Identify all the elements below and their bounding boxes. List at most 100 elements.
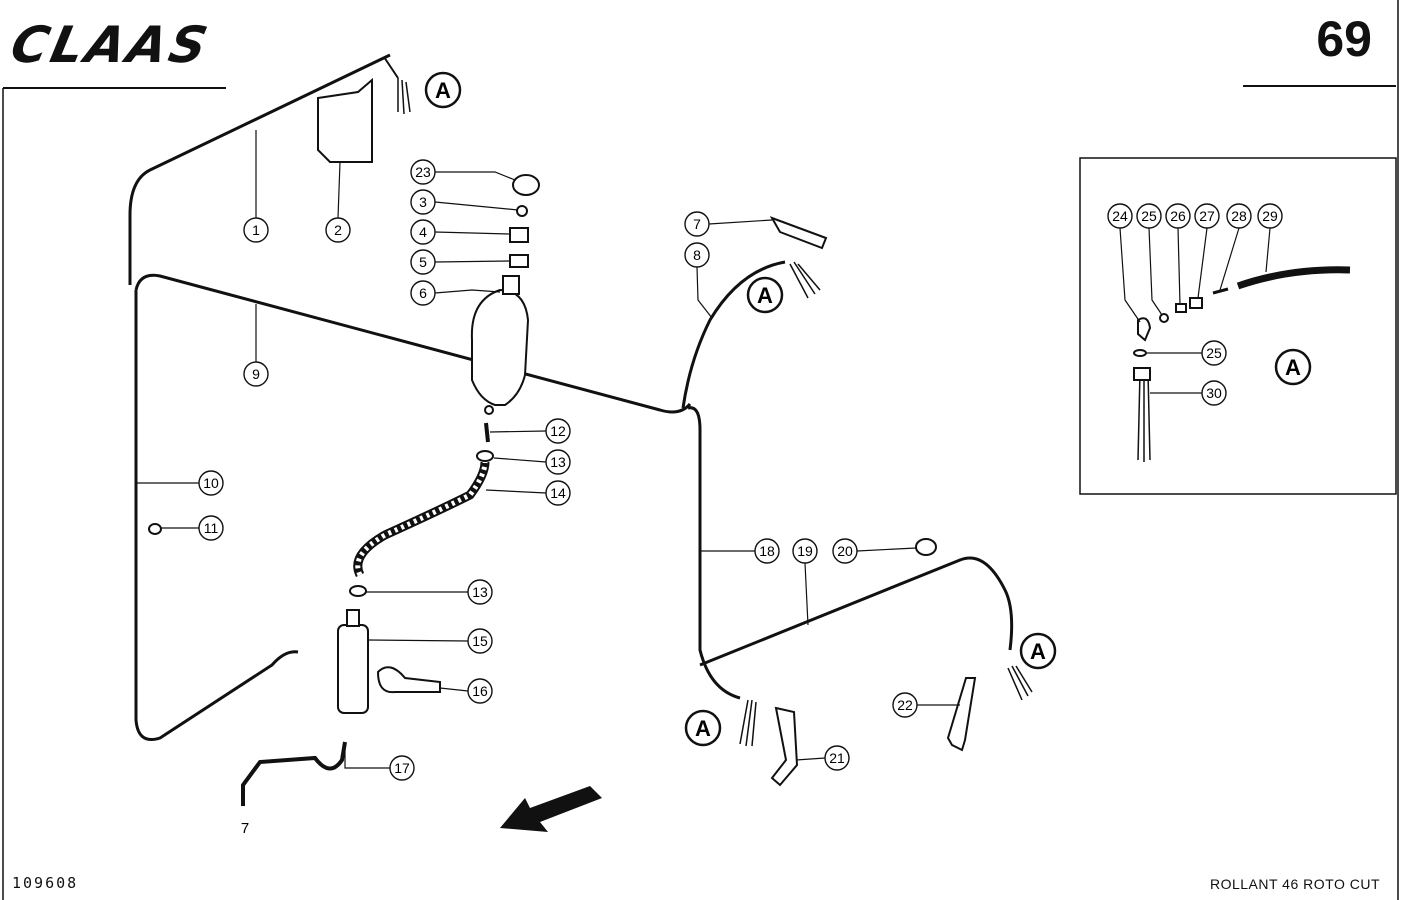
- marker-letter: A: [1030, 639, 1046, 664]
- callout-2: 2: [325, 161, 351, 243]
- leader-line: [485, 489, 547, 494]
- callout-number: 2: [334, 222, 342, 238]
- leader-line: [1148, 227, 1163, 316]
- callout-number: 8: [693, 247, 701, 263]
- callout-number: 1: [252, 222, 260, 238]
- cable-1: [128, 53, 391, 285]
- callout-25: 25: [1136, 203, 1163, 316]
- page-number: 69: [1316, 11, 1372, 67]
- part-24-shape: [1137, 317, 1152, 342]
- leader-line: [856, 547, 917, 552]
- callout-26: 26: [1165, 203, 1191, 306]
- marker-circle: [1274, 348, 1312, 386]
- marker-circle: [746, 276, 784, 314]
- leader-line: [804, 562, 809, 626]
- clip-20: [915, 538, 937, 556]
- part-4-shape: [509, 227, 529, 243]
- callout-1: 1: [243, 130, 269, 243]
- callout-bubble: [684, 211, 710, 237]
- leader-line: [434, 289, 501, 294]
- bundle-18: [739, 699, 757, 747]
- callout-13: 13: [493, 449, 571, 475]
- callout-number: 13: [550, 454, 566, 470]
- callout-bubble: [467, 628, 493, 654]
- bundle-top: [397, 78, 411, 115]
- callout-6: 6: [410, 280, 501, 306]
- detail-markers: A A A A A: [424, 71, 1312, 747]
- callout-7: 7: [684, 211, 773, 237]
- callout-number: 4: [419, 224, 427, 240]
- callout-number: 28: [1231, 208, 1247, 224]
- marker-letter: A: [695, 716, 711, 741]
- callout-bubble: [545, 480, 571, 506]
- callout-number: 26: [1170, 208, 1186, 224]
- leader-line: [367, 639, 469, 642]
- direction-arrow: [500, 786, 602, 832]
- callout-number: 18: [759, 543, 775, 559]
- callout-28: 28: [1219, 203, 1252, 291]
- callout-number: 12: [550, 423, 566, 439]
- cap-23: [512, 174, 540, 196]
- marker-circle: [1019, 632, 1057, 670]
- callout-number: 3: [419, 194, 427, 210]
- callout-11: 11: [161, 515, 224, 541]
- callout-25: 25: [1147, 340, 1227, 366]
- callout-10: 10: [136, 470, 224, 496]
- detail-marker-a: A: [746, 276, 784, 314]
- callout-number: 30: [1206, 385, 1222, 401]
- marker-letter: A: [1285, 355, 1301, 380]
- callout-5: 5: [410, 249, 511, 275]
- pump-inlet: [346, 609, 360, 627]
- detail-marker-a: A: [1019, 632, 1057, 670]
- callout-bubble: [824, 745, 850, 771]
- callout-bubble: [389, 755, 415, 781]
- callout-21: 21: [795, 745, 850, 771]
- marker-circle: [684, 709, 722, 747]
- callout-24: 24: [1107, 203, 1141, 323]
- callout-9: 9: [243, 304, 269, 387]
- cable-19: [699, 556, 1014, 667]
- callout-number: 16: [472, 683, 488, 699]
- part-11-shape: [148, 523, 162, 535]
- cable-18: [687, 406, 741, 700]
- callout-bubble: [243, 361, 269, 387]
- callout-number: 29: [1262, 208, 1278, 224]
- callout-bubble: [1201, 340, 1227, 366]
- callout-12: 12: [489, 418, 571, 444]
- bracket-21: [770, 706, 799, 787]
- callout-29: 29: [1257, 203, 1283, 273]
- tank-outlet: [484, 405, 494, 415]
- callout-number: 13: [472, 584, 488, 600]
- callout-number: 22: [897, 697, 913, 713]
- leader-line: [434, 231, 511, 235]
- part-3-shape: [516, 205, 528, 217]
- callout-bubble: [832, 538, 858, 564]
- callout-number: 19: [797, 543, 813, 559]
- callout-18: 18: [700, 538, 780, 564]
- part-26-shape: [1175, 303, 1187, 313]
- detail-marker-a: A: [684, 709, 722, 747]
- leader-line: [344, 748, 390, 769]
- callout-bubble: [243, 217, 269, 243]
- leader-line: [1177, 227, 1181, 306]
- marker-circle: [424, 71, 462, 109]
- cable-10: [134, 290, 299, 741]
- callout-3: 3: [410, 189, 519, 215]
- leader-line: [435, 171, 516, 181]
- callout-bubble: [325, 217, 351, 243]
- callout-30: 30: [1150, 380, 1227, 406]
- callout-bubble: [410, 249, 436, 275]
- wiring-harness: [128, 53, 1014, 806]
- part-27-shape: [1189, 297, 1203, 309]
- callout-19: 19: [792, 538, 818, 626]
- leader-line: [493, 457, 547, 463]
- callout-bubble: [1226, 203, 1252, 229]
- detail-marker-a: A: [424, 71, 462, 109]
- callout-number: 11: [204, 520, 219, 536]
- callout-bubble: [1201, 380, 1227, 406]
- callout-number: 25: [1206, 345, 1222, 361]
- callout-number: 14: [550, 485, 566, 501]
- leader-line: [1219, 227, 1240, 291]
- bundle-19: [1007, 665, 1033, 701]
